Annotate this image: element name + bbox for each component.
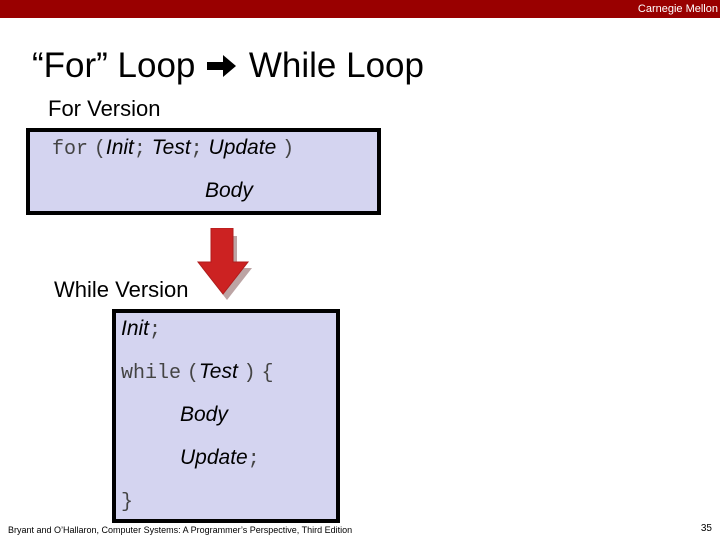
while-test: Test bbox=[198, 360, 238, 383]
for-test: Test bbox=[151, 136, 191, 159]
while-paren-close: ) bbox=[243, 362, 256, 385]
page-number: 35 bbox=[700, 523, 712, 534]
for-code-box bbox=[26, 128, 381, 215]
while-brace-close: } bbox=[121, 491, 134, 514]
for-init: Init bbox=[105, 136, 134, 159]
while-code-box bbox=[112, 309, 340, 523]
while-header-line: while (Test ) { bbox=[121, 360, 274, 385]
while-brace-open: { bbox=[261, 362, 274, 385]
while-update: Update bbox=[180, 446, 248, 469]
while-init: Init bbox=[121, 317, 150, 340]
for-semi-2: ; bbox=[190, 138, 203, 161]
for-version-label: For Version bbox=[48, 96, 161, 121]
footer-citation: Bryant and O’Hallaron, Computer Systems:… bbox=[8, 525, 353, 535]
while-body: Body bbox=[180, 403, 228, 426]
for-paren-open: ( bbox=[93, 138, 106, 161]
while-update-line: Update; bbox=[180, 446, 260, 471]
down-arrow-icon bbox=[192, 227, 254, 305]
while-init-semi: ; bbox=[149, 319, 162, 342]
slide-title: “For” Loop While Loop bbox=[32, 44, 424, 90]
while-paren-open: ( bbox=[186, 362, 199, 385]
for-body: Body bbox=[205, 179, 253, 202]
while-version-label: While Version bbox=[54, 277, 189, 302]
top-bar: Carnegie Mellon bbox=[0, 0, 720, 18]
title-while-loop: While Loop bbox=[248, 46, 424, 85]
for-update: Update bbox=[208, 136, 277, 159]
right-arrow-icon bbox=[207, 46, 237, 90]
title-for-loop: “For” Loop bbox=[32, 46, 196, 85]
brand-label: Carnegie Mellon bbox=[637, 3, 718, 15]
while-close-line: } bbox=[121, 489, 133, 514]
for-paren-close: ) bbox=[282, 138, 295, 161]
while-keyword: while bbox=[121, 362, 182, 385]
for-semi-1: ; bbox=[133, 138, 146, 161]
while-update-semi: ; bbox=[247, 448, 260, 471]
for-header-line: for (Init; Test; Update ) bbox=[52, 136, 294, 161]
for-keyword: for bbox=[52, 138, 89, 161]
while-init-line: Init; bbox=[121, 317, 161, 342]
